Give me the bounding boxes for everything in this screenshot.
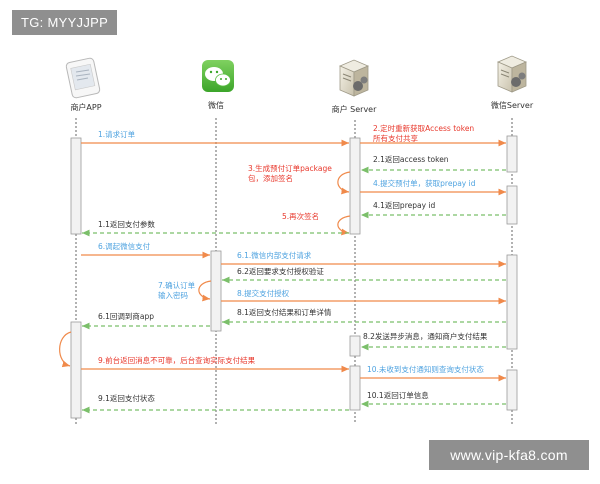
activation-wserver-1 [506, 135, 518, 173]
activation-mserver-3 [349, 365, 361, 411]
participant-label-merchant-server: 商户 Server [332, 104, 377, 114]
watermark-top: TG: MYYJJPP [12, 10, 118, 35]
label-m6: 6.调起微信支付 [98, 241, 151, 251]
label-m9: 9.前台返回消息不可靠，后台查询实际支付结果 [98, 355, 256, 365]
arrow-m5-self [337, 215, 351, 236]
server-icon [338, 59, 370, 97]
participant-label-wechat-server: 微信Server [491, 100, 534, 110]
label-m4: 4.提交预付单，获取prepay id [373, 178, 476, 188]
label-line: 2.定时重新获取Access token [373, 123, 474, 133]
label-m21: 2.1返回access token [373, 155, 449, 164]
phone-icon [65, 57, 101, 99]
participant-merchant-app: 商户APP [65, 57, 102, 112]
label-m91: 9.1返回支付状态 [98, 393, 155, 403]
label-m61w: 6.1.微信内部支付请求 [237, 250, 312, 260]
label-m11: 1.1返回支付参数 [98, 219, 155, 229]
activation-app-1 [70, 137, 82, 235]
label-m8: 8.提交支付授权 [237, 288, 290, 298]
arrow-m7-self [198, 280, 212, 302]
activation-app-2 [70, 321, 82, 419]
arrow-m3-self [337, 171, 351, 195]
label-line: 所有支付共享 [373, 133, 418, 143]
label-m62: 6.2返回要求支付授权验证 [237, 266, 324, 276]
wechat-icon [202, 60, 234, 92]
participant-label-merchant-app: 商户APP [70, 102, 101, 112]
label-m10: 10.未收到支付通知则查询支付状态 [367, 364, 484, 374]
watermark-bottom: www.vip-kfa8.com [429, 440, 589, 470]
label-m5: 5.再次签名 [282, 211, 319, 221]
label-m1: 1.请求订单 [98, 129, 136, 139]
label-line: 3.生成预付订单package [248, 163, 332, 173]
label-m61a: 6.1回调到商app [98, 311, 154, 321]
participant-wechat-server: 微信Server [491, 55, 534, 110]
activation-wserver-3 [506, 254, 518, 350]
participant-merchant-server: 商户 Server [332, 59, 377, 114]
activation-mserver-2 [349, 335, 361, 357]
label-line: 输入密码 [158, 290, 188, 300]
participant-label-wechat: 微信 [208, 100, 224, 110]
activation-wserver-4 [506, 369, 518, 411]
label-m7: 7.确认订单输入密码 [158, 280, 196, 300]
server-icon [496, 55, 528, 93]
label-m82: 8.2发送异步消息，通知商户支付结果 [363, 331, 488, 341]
label-line: 7.确认订单 [158, 280, 196, 290]
message-arrows [59, 139, 506, 414]
label-line: 包，添加签名 [248, 173, 293, 183]
activation-mserver-1 [349, 137, 361, 235]
label-m101: 10.1返回订单信息 [367, 390, 429, 400]
activation-wserver-2 [506, 185, 518, 225]
activation-bars [70, 135, 518, 419]
label-m81: 8.1返回支付结果和订单详情 [237, 307, 332, 317]
arrow-app-self [59, 331, 72, 368]
activation-wechat-1 [210, 250, 222, 332]
participant-wechat: 微信 [202, 60, 234, 110]
label-m41: 4.1返回prepay id [373, 201, 435, 210]
